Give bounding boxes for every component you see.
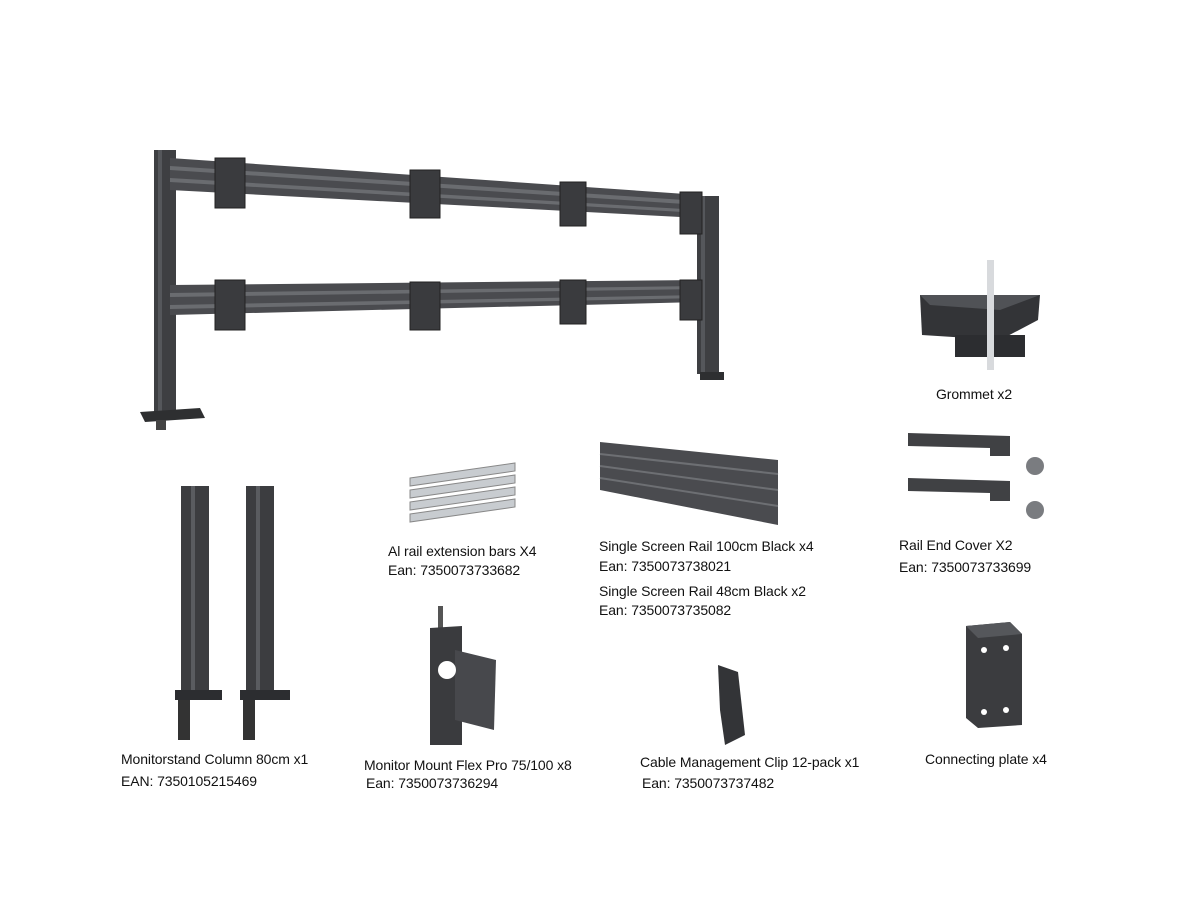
connecting-plate-image — [966, 622, 1022, 728]
assembled-stand-image — [140, 150, 724, 430]
cable-clip-ean: Ean: 7350073737482 — [642, 775, 775, 791]
monitor-mount-ean: Ean: 7350073736294 — [366, 775, 499, 791]
al-rail-extension-ean: Ean: 7350073733682 — [388, 562, 521, 578]
monitorstand-column-image — [175, 486, 290, 740]
connecting-plate-label: Connecting plate x4 — [925, 751, 1047, 767]
rail-48cm-ean: Ean: 7350073735082 — [599, 602, 732, 618]
cable-management-clip-image — [718, 665, 745, 745]
al-rail-extension-bars-image — [409, 462, 516, 523]
grommet-image — [920, 260, 1040, 370]
rail-end-cover-ean: Ean: 7350073733699 — [899, 559, 1032, 575]
grommet-label: Grommet x2 — [936, 386, 1013, 402]
monitorstand-column-ean: EAN: 7350105215469 — [121, 773, 257, 789]
rail-48cm-label: Single Screen Rail 48cm Black x2 — [599, 583, 806, 599]
monitorstand-column-label: Monitorstand Column 80cm x1 — [121, 751, 309, 767]
rail-end-cover-label: Rail End Cover X2 — [899, 537, 1013, 553]
monitor-mount-image — [430, 606, 496, 745]
monitor-mount-label: Monitor Mount Flex Pro 75/100 x8 — [364, 757, 572, 773]
al-rail-extension-label: Al rail extension bars X4 — [388, 543, 537, 559]
cable-clip-label: Cable Management Clip 12-pack x1 — [640, 754, 860, 770]
rail-100cm-label: Single Screen Rail 100cm Black x4 — [599, 538, 814, 554]
rail-100cm-ean: Ean: 7350073738021 — [599, 558, 732, 574]
rail-end-cover-image — [908, 433, 1044, 519]
single-screen-rail-image — [599, 442, 779, 525]
